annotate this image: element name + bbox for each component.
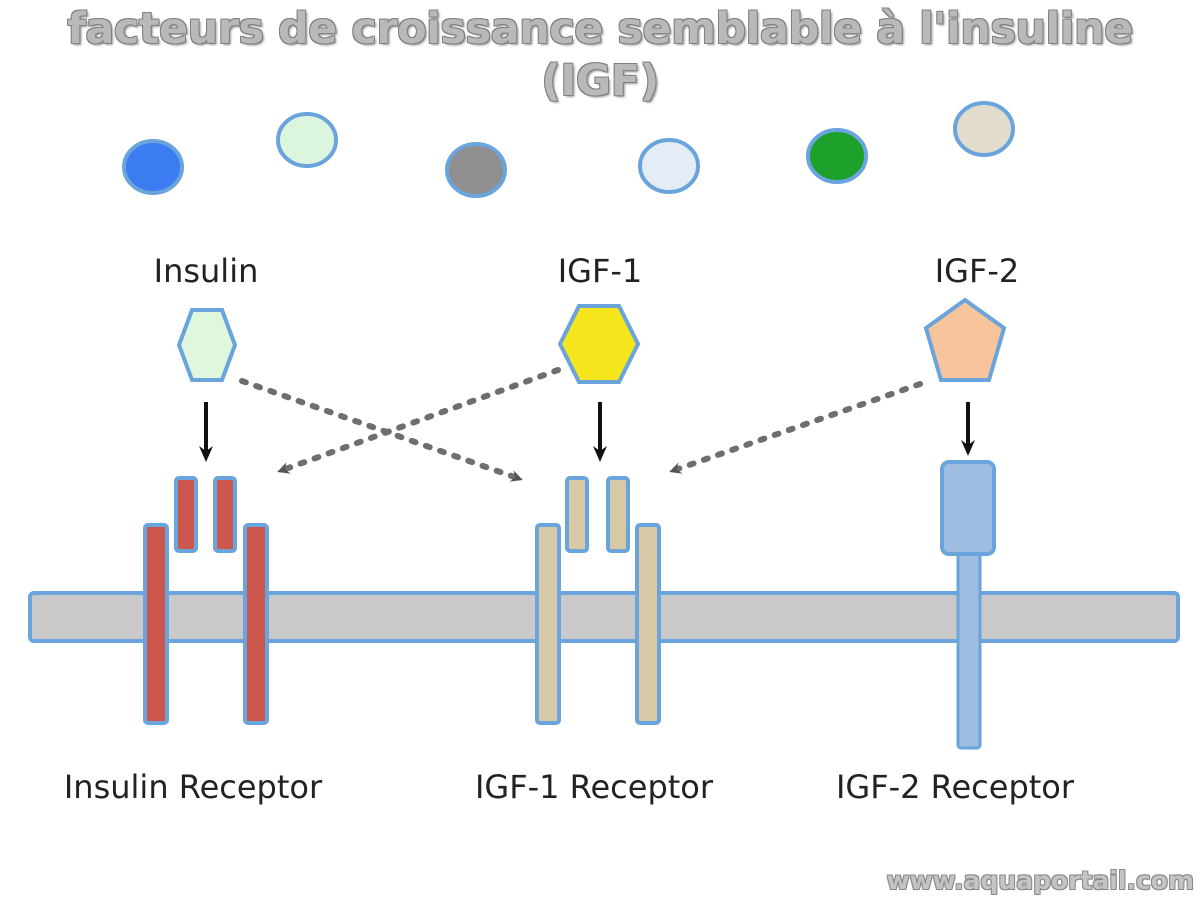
igf1-receptor-alpha-right	[606, 476, 630, 553]
igf1-receptor-beta-right	[635, 523, 661, 725]
cell-membrane	[28, 591, 1180, 643]
legend-dot-pale-green	[276, 112, 338, 168]
igf1-to-insulin-receptor-arrow	[277, 367, 561, 474]
igf2-receptor-label: IGF-2 Receptor	[835, 768, 1075, 806]
insulin-receptor	[143, 476, 269, 725]
legend-dot-pale-blue	[638, 138, 700, 194]
legend-dot-green	[806, 128, 868, 184]
page-title-abbreviation: (IGF)	[541, 56, 659, 106]
insulin-receptor-alpha-left	[174, 476, 198, 553]
igf2-to-igf1-receptor-arrow	[669, 381, 923, 474]
insulin-ligand	[176, 308, 238, 382]
igf1-receptor-alpha-left	[565, 476, 589, 553]
igf1-ligand	[557, 304, 641, 384]
igf1-receptor-beta-left	[535, 523, 561, 725]
insulin-receptor-beta-left	[143, 523, 169, 725]
igf1-label: IGF-1	[557, 252, 643, 290]
igf1-receptor	[535, 476, 661, 725]
legend-dot-beige	[953, 101, 1015, 157]
igf2-ligand	[923, 297, 1007, 382]
legend-dots	[122, 101, 1015, 198]
igf2-receptor-head	[940, 460, 996, 556]
insulin-receptor-beta-right	[243, 523, 269, 725]
insulin-label: Insulin	[153, 252, 259, 290]
igf1-receptor-label: IGF-1 Receptor	[474, 768, 714, 806]
igf2-receptor-stalk	[956, 548, 982, 750]
igf2-receptor	[940, 460, 996, 750]
igf2-label: IGF-2	[934, 252, 1020, 290]
page-title: facteurs de croissance semblable à l'ins…	[67, 4, 1133, 54]
insulin-receptor-label: Insulin Receptor	[63, 768, 323, 806]
legend-dot-grey	[445, 142, 507, 198]
legend-dot-blue	[122, 139, 184, 195]
watermark-url: www.aquaportail.com	[886, 866, 1194, 895]
insulin-to-igf1-receptor-arrow	[239, 378, 523, 482]
insulin-receptor-alpha-right	[213, 476, 237, 553]
